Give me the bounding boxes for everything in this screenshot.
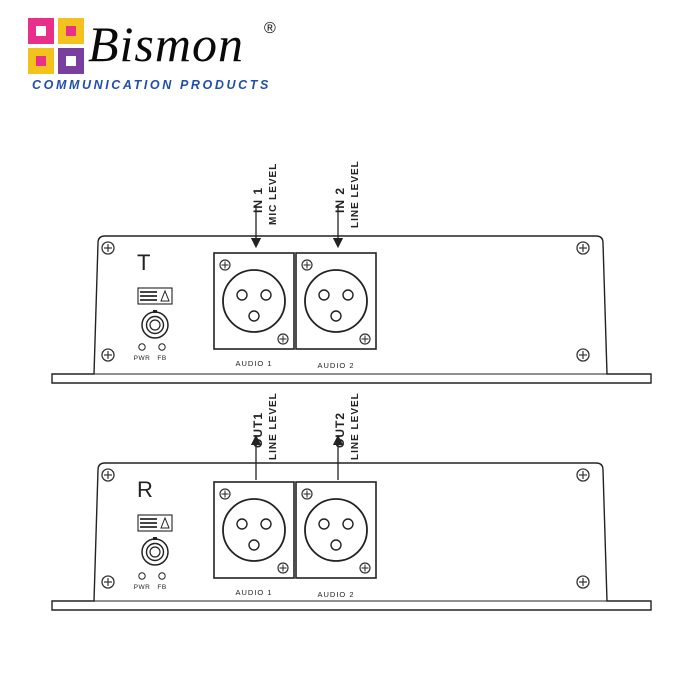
pwr-label: PWR <box>134 355 151 362</box>
out1-title: OUT1 <box>251 412 265 448</box>
audio2-label: AUDIO 2 <box>317 361 354 370</box>
receiver-unit-label: R <box>137 477 153 502</box>
receiver-unit: R PWR FB AUDIO 1 AUDIO 2 OUT1 LINE LEVEL… <box>51 392 652 611</box>
screw-icon <box>576 241 590 255</box>
out2-level: LINE LEVEL <box>350 392 361 460</box>
xlr-connector-icon <box>214 253 294 349</box>
in2-title: IN 2 <box>333 187 347 213</box>
xlr-connector-icon <box>214 482 294 578</box>
audio1-label: AUDIO 1 <box>235 359 272 368</box>
pwr-label: PWR <box>134 584 151 591</box>
fb-label: FB <box>157 355 166 362</box>
audio1-label: AUDIO 1 <box>235 588 272 597</box>
laser-warning-icon <box>137 287 173 305</box>
in1-level: MIC LEVEL <box>268 163 279 225</box>
out1-level: LINE LEVEL <box>268 392 279 460</box>
fb-led-icon <box>158 343 166 351</box>
xlr-connector-icon <box>296 482 376 578</box>
screw-icon <box>101 348 115 362</box>
out2-title: OUT2 <box>333 412 347 448</box>
brand-logo: Bismon ® COMMUNICATION PRODUCTS <box>28 14 288 94</box>
transmitter-unit: T PWR FB AUDIO 1 AUDIO 2 IN 1 MIC LEVEL … <box>51 160 652 384</box>
screw-icon <box>101 241 115 255</box>
brand-tagline: COMMUNICATION PRODUCTS <box>32 78 271 92</box>
in1-title: IN 1 <box>251 187 265 213</box>
logo-mark-icon <box>28 18 84 74</box>
screw-icon <box>576 468 590 482</box>
fb-led-icon <box>158 572 166 580</box>
transmitter-unit-label: T <box>137 250 150 275</box>
brand-name: Bismon <box>88 16 244 72</box>
screw-icon <box>576 575 590 589</box>
pwr-led-icon <box>138 572 146 580</box>
registered-mark: ® <box>264 20 276 37</box>
audio2-label: AUDIO 2 <box>317 590 354 599</box>
pwr-led-icon <box>138 343 146 351</box>
laser-warning-icon <box>137 514 173 532</box>
screw-icon <box>101 575 115 589</box>
xlr-connector-icon <box>296 253 376 349</box>
screw-icon <box>101 468 115 482</box>
screw-icon <box>576 348 590 362</box>
fb-label: FB <box>157 584 166 591</box>
in2-level: LINE LEVEL <box>350 160 361 228</box>
